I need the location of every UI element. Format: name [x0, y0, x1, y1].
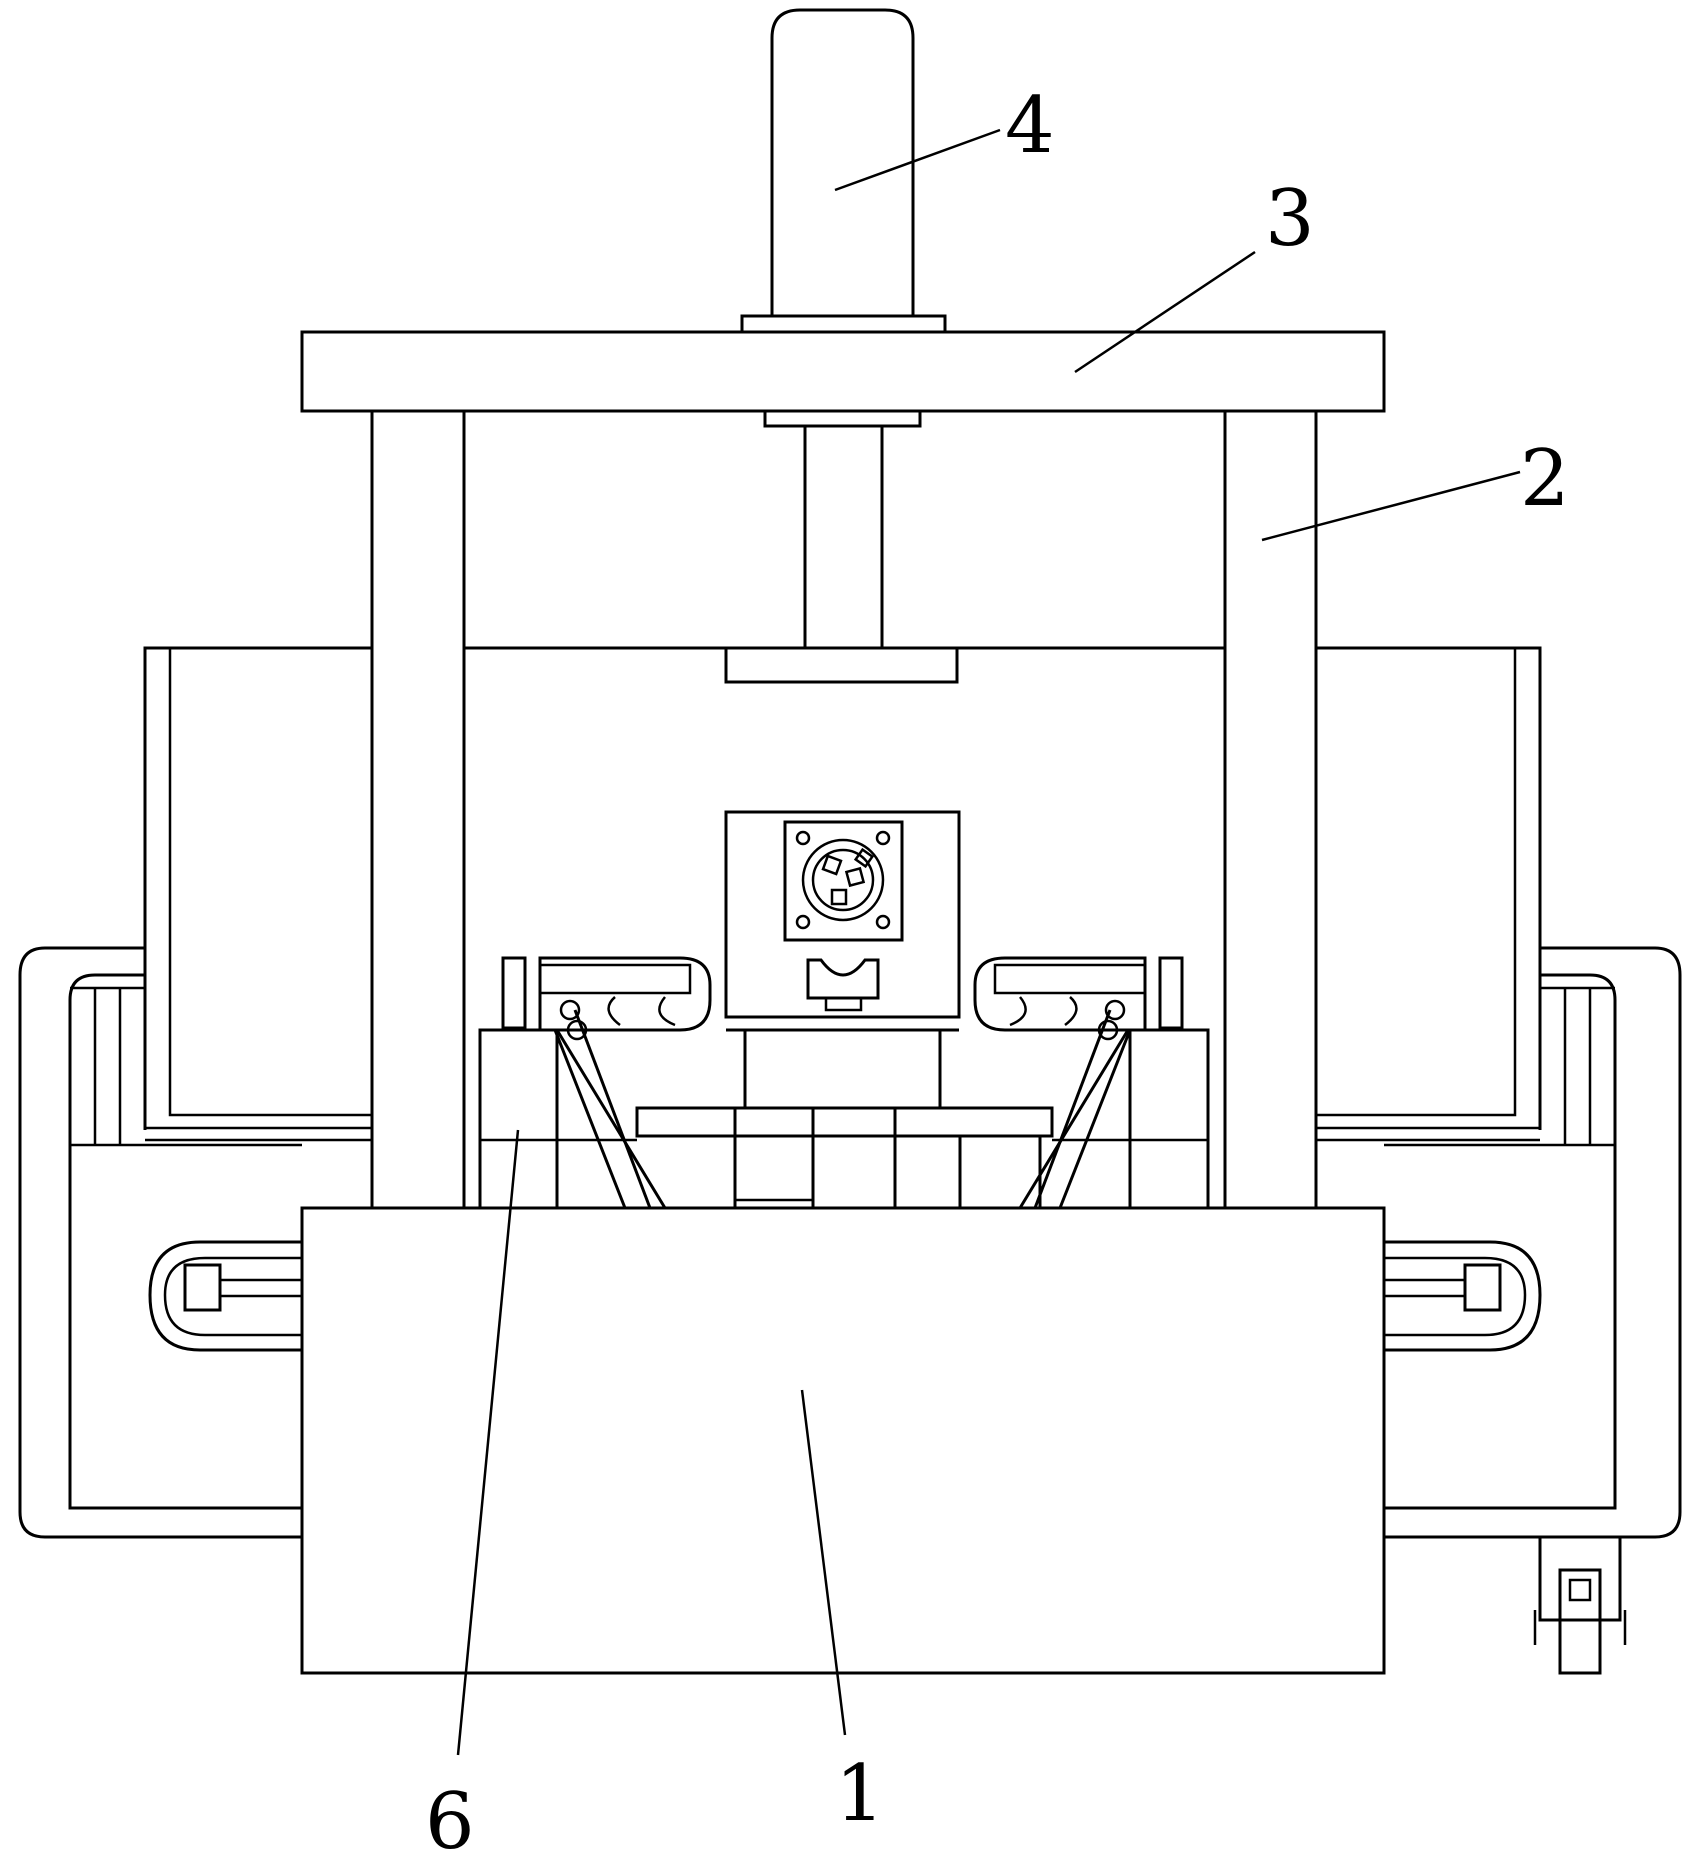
svg-text:2: 2	[1520, 434, 1570, 524]
base-box	[302, 1208, 1384, 1673]
callout-6: 6	[425, 1130, 518, 1856]
top-plate	[302, 332, 1384, 411]
svg-text:4: 4	[1005, 81, 1055, 171]
left-tank	[145, 648, 372, 1140]
piston-rod	[726, 411, 957, 682]
control-box	[726, 812, 959, 1108]
right-frame	[1384, 948, 1680, 1537]
callout-1: 1	[802, 1390, 885, 1839]
callout-4: 4	[835, 81, 1055, 190]
left-frame	[20, 948, 302, 1537]
cylinder	[742, 10, 945, 332]
svg-text:3: 3	[1265, 174, 1315, 264]
svg-text:6: 6	[425, 1777, 475, 1856]
callout-2: 2	[1262, 434, 1570, 540]
caster-wheel	[1535, 1537, 1625, 1673]
right-clamp	[975, 958, 1208, 1208]
callout-3: 3	[1075, 174, 1315, 372]
left-column	[372, 411, 464, 1208]
work-table	[480, 1108, 1208, 1208]
right-tank	[1316, 648, 1540, 1140]
svg-text:1: 1	[835, 1749, 885, 1839]
